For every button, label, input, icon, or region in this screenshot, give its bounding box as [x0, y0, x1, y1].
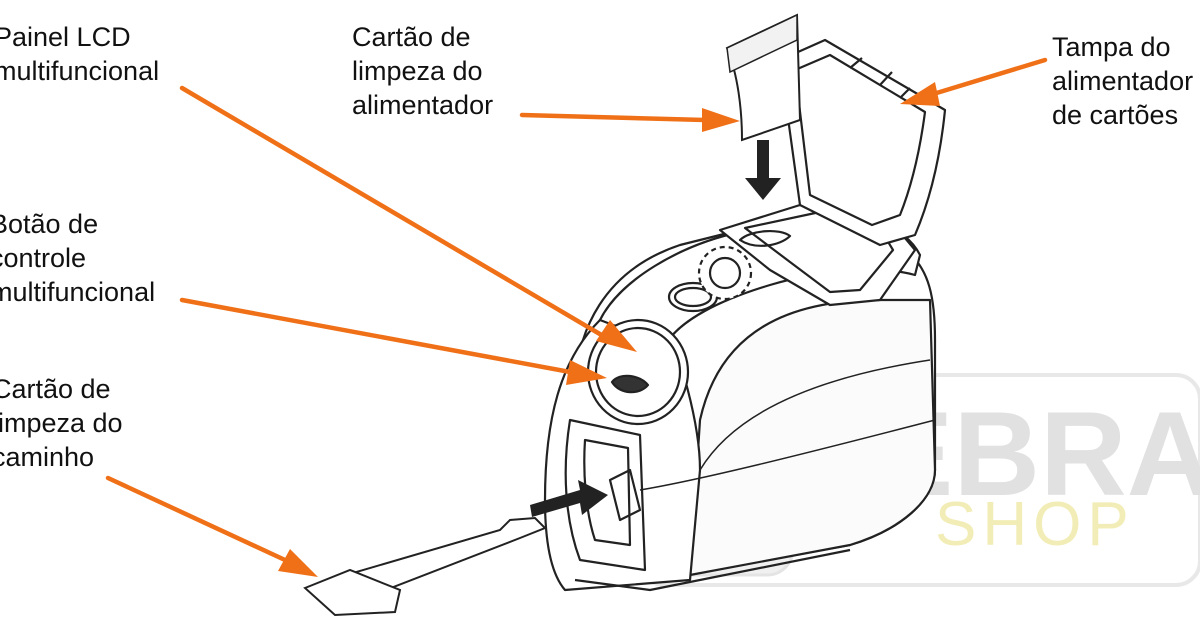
label-line: Botão de — [0, 209, 99, 239]
label-line: alimentador — [352, 90, 494, 120]
label-line: multifuncional — [0, 56, 160, 86]
callout-arrows — [105, 57, 1048, 577]
insert-down-arrow-icon — [745, 140, 781, 200]
label-line: Cartão de — [0, 374, 111, 404]
label-line: limpeza do — [352, 56, 483, 86]
label-control-button: Botão de controle multifuncional — [0, 207, 155, 309]
label-line: de cartões — [1052, 100, 1179, 130]
label-line: limpeza do — [0, 408, 123, 438]
label-line: multifuncional — [0, 277, 156, 307]
label-line: alimentador — [1052, 66, 1194, 96]
label-path-cleaning-card: Cartão de limpeza do caminho — [0, 372, 123, 474]
label-line: Painel LCD — [0, 22, 131, 52]
arrow-control-button — [179, 297, 573, 375]
label-feeder-cleaning-card: Cartão de limpeza do alimentador — [352, 20, 493, 122]
gear-icon — [697, 245, 753, 301]
label-line: caminho — [0, 442, 95, 472]
control-button — [610, 374, 650, 394]
feeder-cover — [778, 38, 947, 247]
label-lcd-panel: Painel LCD multifuncional — [0, 20, 159, 88]
arrow-feeder-cover — [927, 57, 1048, 98]
label-feeder-cover: Tampa do alimentador de cartões — [1052, 30, 1193, 132]
watermark-sub: SHOP — [935, 490, 1135, 559]
arrow-feeder-cleaning-card — [519, 112, 708, 123]
label-line: Cartão de — [352, 22, 471, 52]
feeder-cleaning-card — [725, 13, 802, 200]
label-line: controle — [0, 243, 87, 273]
label-line: Tampa do — [1052, 32, 1171, 62]
arrow-lcd-panel — [179, 85, 613, 343]
path-cleaning-card — [303, 480, 608, 617]
arrow-path-cleaning-card — [105, 475, 288, 563]
insert-arrow-icon — [530, 480, 608, 517]
